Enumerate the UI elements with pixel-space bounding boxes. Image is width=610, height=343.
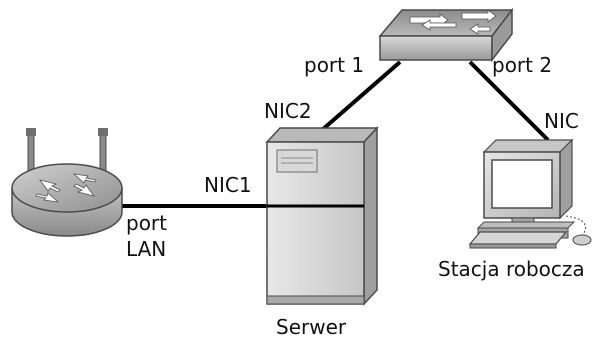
label-server: Serwer (276, 315, 347, 338)
cable-server-switch (320, 60, 402, 132)
label-nic2: NIC2 (264, 99, 312, 123)
cables (122, 60, 550, 208)
server-tower-icon (265, 126, 379, 306)
label-nic1: NIC1 (204, 173, 252, 197)
label-workstation: Stacja robocza (438, 257, 585, 281)
label-port2: port 2 (492, 53, 552, 77)
wireless-router-icon (11, 128, 123, 237)
cable-switch-workstation (468, 60, 550, 142)
label-port-lan-line2: LAN (126, 237, 166, 261)
desktop-computer-icon (468, 138, 592, 249)
label-nic: NIC (544, 109, 579, 133)
network-switch-icon (378, 7, 514, 63)
label-port-lan-line1: port (126, 211, 167, 235)
labels: port 1 port 2 NIC2 NIC NIC1 port LAN Ser… (126, 53, 585, 339)
label-port1: port 1 (304, 53, 364, 77)
